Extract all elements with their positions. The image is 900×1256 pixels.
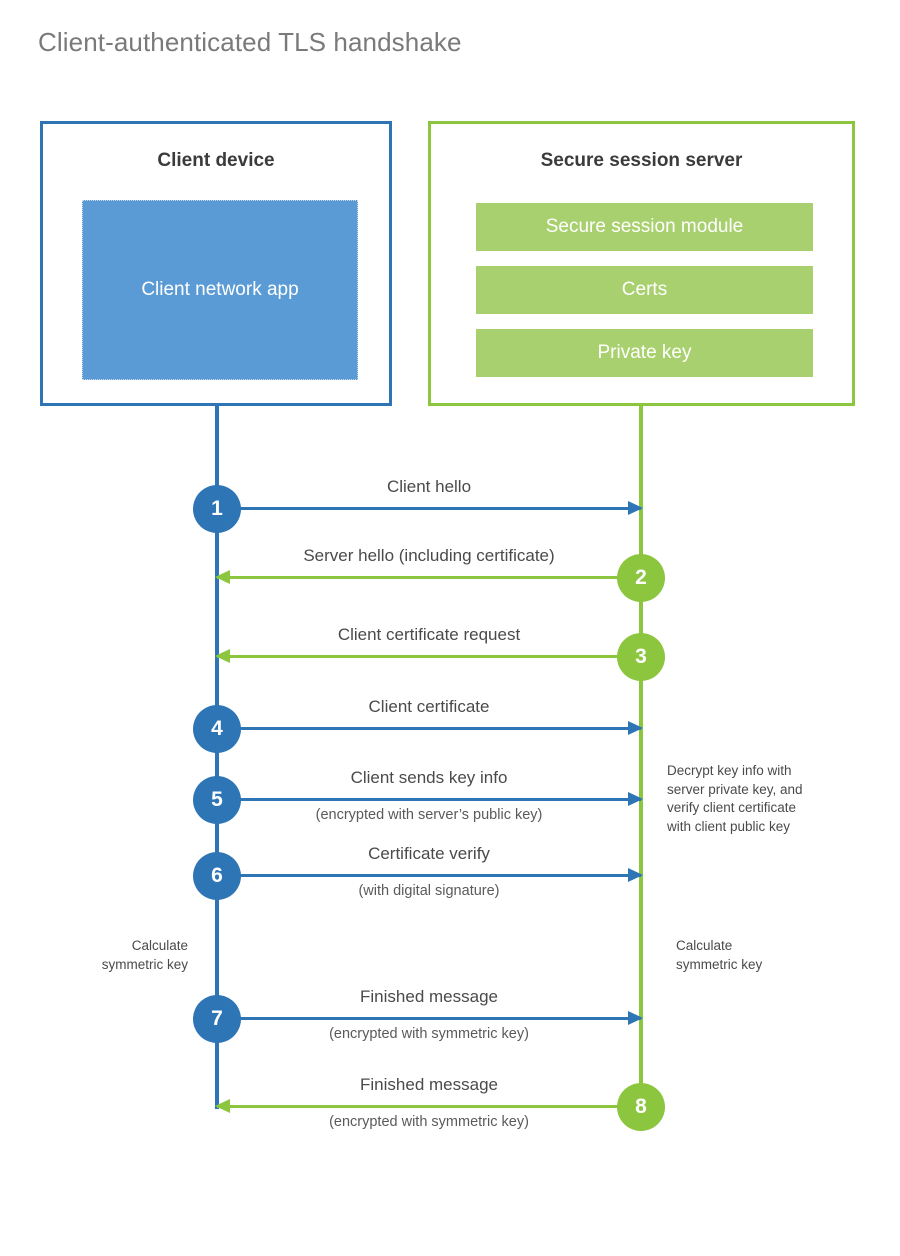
step-number-badge: 6 bbox=[193, 852, 241, 900]
step-number-badge: 5 bbox=[193, 776, 241, 824]
message-arrow-line bbox=[217, 1105, 641, 1108]
server-component-private-key: Private key bbox=[476, 329, 813, 377]
arrow-left-icon bbox=[215, 1099, 230, 1113]
arrow-left-icon bbox=[215, 570, 230, 584]
step-number-badge: 8 bbox=[617, 1083, 665, 1131]
message-arrow-line bbox=[217, 576, 641, 579]
server-component-certs: Certs bbox=[476, 266, 813, 314]
note-calculate-symmetric-key-client: Calculate symmetric key bbox=[101, 938, 188, 972]
secure-session-server-title: Secure session server bbox=[540, 150, 743, 171]
arrow-left-icon bbox=[215, 649, 230, 663]
arrow-right-icon bbox=[628, 792, 643, 806]
message-sublabel: (encrypted with server’s public key) bbox=[315, 807, 543, 823]
arrow-right-icon bbox=[628, 721, 643, 735]
message-sublabel: (with digital signature) bbox=[358, 883, 500, 899]
message-arrow-line bbox=[217, 874, 641, 877]
message-arrow-line bbox=[217, 798, 641, 801]
note-decrypt-key-info: Decrypt key info with server private key… bbox=[667, 763, 803, 834]
message-label: Finished message bbox=[360, 987, 498, 1006]
message-arrow-line bbox=[217, 655, 641, 658]
message-label: Client certificate bbox=[368, 697, 490, 716]
step-number-badge: 7 bbox=[193, 995, 241, 1043]
page-title: Client-authenticated TLS handshake bbox=[38, 27, 462, 57]
message-label: Server hello (including certificate) bbox=[303, 546, 555, 565]
arrow-right-icon bbox=[628, 868, 643, 882]
message-label: Finished message bbox=[360, 1075, 498, 1094]
message-label: Client certificate request bbox=[337, 625, 521, 644]
arrow-right-icon bbox=[628, 501, 643, 515]
step-number-badge: 3 bbox=[617, 633, 665, 681]
message-label: Client hello bbox=[386, 477, 472, 496]
secure-session-server-box: Secure session server Secure session mod… bbox=[428, 121, 855, 406]
message-arrow-line bbox=[217, 727, 641, 730]
client-lifeline bbox=[215, 404, 219, 1109]
note-calculate-symmetric-key-server: Calculate symmetric key bbox=[676, 938, 763, 972]
message-sublabel: (encrypted with symmetric key) bbox=[329, 1114, 529, 1130]
server-lifeline bbox=[639, 404, 643, 1107]
server-component-secure-session-module: Secure session module bbox=[476, 203, 813, 251]
client-network-app-block: Client network app bbox=[82, 200, 358, 380]
arrow-right-icon bbox=[628, 1011, 643, 1025]
message-arrow-line bbox=[217, 1017, 641, 1020]
message-sublabel: (encrypted with symmetric key) bbox=[329, 1026, 529, 1042]
step-number-badge: 4 bbox=[193, 705, 241, 753]
client-device-title: Client device bbox=[157, 150, 275, 171]
client-device-box: Client device Client network app bbox=[40, 121, 392, 406]
message-label: Certificate verify bbox=[368, 844, 490, 863]
step-number-badge: 2 bbox=[617, 554, 665, 602]
message-label: Client sends key info bbox=[350, 768, 508, 787]
step-number-badge: 1 bbox=[193, 485, 241, 533]
message-arrow-line bbox=[217, 507, 641, 510]
